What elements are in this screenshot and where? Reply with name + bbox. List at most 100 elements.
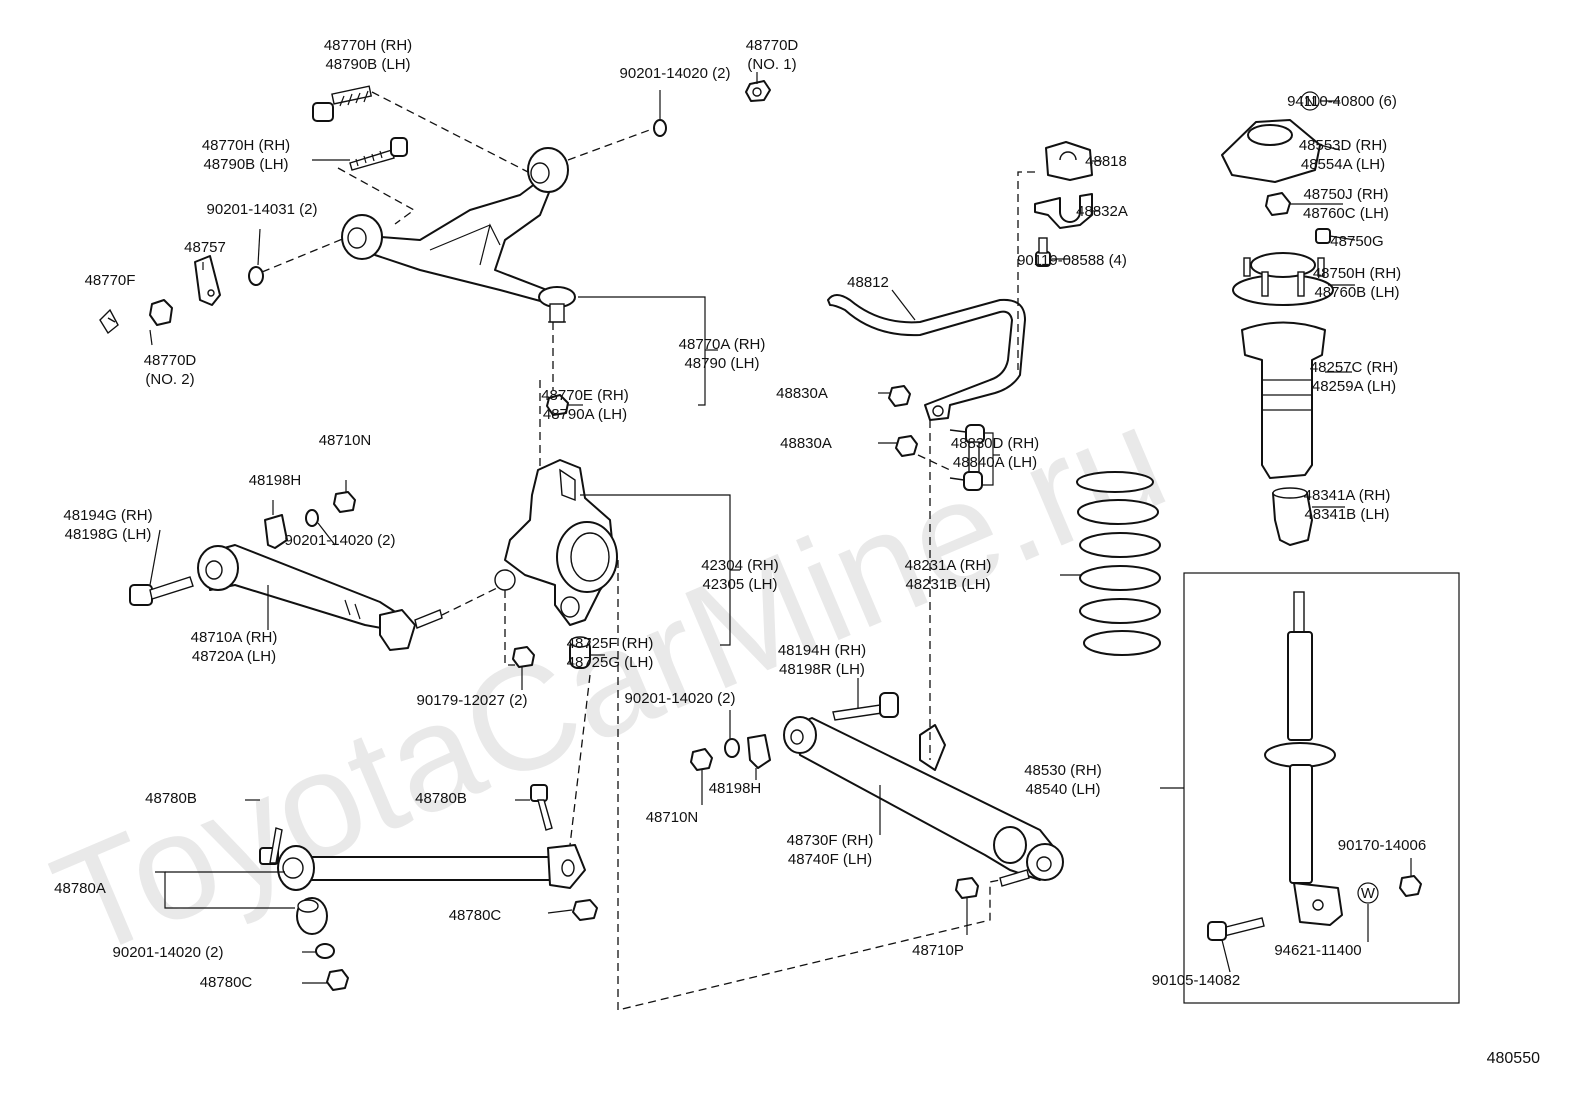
part-label: 48725F (RH) 48725G (LH)	[567, 635, 654, 671]
part-number: 48760B (LH)	[1314, 284, 1399, 301]
part-label: 48780A	[54, 880, 106, 897]
part-label: 48780C	[449, 907, 502, 924]
part-number: 90201-14020 (2)	[113, 944, 224, 961]
part-number: 48790B (LH)	[203, 156, 288, 173]
part-number: 48832A	[1076, 203, 1128, 220]
part-number: 48750G	[1330, 233, 1383, 250]
part-number: 48770A (RH)	[679, 336, 766, 353]
part-label: 48830A	[780, 435, 832, 452]
lower-arm-bolt	[832, 692, 899, 721]
part-number: 90170-14006	[1338, 837, 1426, 854]
part-number: 48710N	[319, 432, 372, 449]
toe-link-washer	[305, 509, 319, 527]
part-label: 48750H (RH) 48760B (LH)	[1313, 265, 1401, 301]
part-label: 48231A (RH)48231B (LH)	[905, 557, 992, 593]
part-number: 48780A	[54, 880, 106, 897]
part-number: 90105-14082	[1152, 972, 1240, 989]
part-number: 48725F (RH)	[567, 635, 654, 652]
part-label: 48830D (RH)48840A (LH)	[951, 435, 1039, 471]
coil-spring	[1076, 471, 1161, 656]
part-number: 48710N	[646, 809, 699, 826]
part-number: 48780B	[415, 790, 467, 807]
upper-arm-bolt-top	[312, 85, 373, 122]
toe-link-plate	[264, 514, 288, 549]
part-number: 48341B (LH)	[1304, 506, 1389, 523]
part-label: 48832A	[1076, 203, 1128, 220]
part-label: 48770D(NO. 1)	[746, 37, 799, 73]
part-label: 94621-11400	[1274, 942, 1361, 959]
part-label: 90201-14020 (2)	[625, 690, 736, 707]
part-number: 42304 (RH)	[701, 557, 779, 574]
part-label: 48710A (RH)48720A (LH)	[191, 629, 278, 665]
part-number: 48553D (RH)	[1299, 137, 1387, 154]
part-label: 48780B	[415, 790, 467, 807]
part-number: 48770D	[746, 37, 799, 54]
stabilizer-bracket	[1034, 193, 1093, 229]
part-number: 48812	[847, 274, 889, 291]
part-number: (NO. 2)	[145, 371, 194, 388]
part-label: 48770H (RH) 48790B (LH)	[202, 137, 290, 173]
part-label: 90105-14082	[1152, 972, 1240, 989]
part-number: 48770H (RH)	[202, 137, 290, 154]
part-label: 48770E (RH)48790A (LH)	[541, 387, 629, 423]
cotter-pin	[99, 308, 119, 335]
shock-absorber	[1264, 591, 1343, 926]
part-number: 48194G (RH)	[63, 507, 152, 524]
strut-rod-bolt-right	[530, 784, 553, 831]
part-label: 48730F (RH)48740F (LH)	[787, 832, 874, 868]
part-number: 48818	[1085, 153, 1127, 170]
part-number: 48554A (LH)	[1301, 156, 1385, 173]
part-label: 90179-12027 (2)	[417, 692, 528, 709]
part-number: 94621-11400	[1274, 942, 1361, 959]
part-label: 48770F	[85, 272, 136, 289]
part-label: 48710P	[912, 942, 964, 959]
upper-arm-bolt-lower	[349, 137, 408, 171]
part-label: 48812	[847, 274, 889, 291]
part-number: 48710A (RH)	[191, 629, 278, 646]
part-number: 90201-14020 (2)	[625, 690, 736, 707]
part-number: 48198R (LH)	[779, 661, 865, 678]
part-label: 48780B	[145, 790, 197, 807]
part-labels: 48770H (RH) 48790B (LH) 48770D(NO. 1) 90201…	[54, 37, 1426, 991]
lower-control-arm	[783, 716, 1064, 887]
part-number: 48198G (LH)	[65, 526, 152, 543]
leader-lines	[149, 72, 1412, 984]
part-number: 90119-08588 (4)	[1017, 252, 1127, 269]
part-number: 48750H (RH)	[1313, 265, 1401, 282]
knuckle-bushing	[569, 636, 591, 669]
part-number: 48194H (RH)	[778, 642, 866, 659]
part-label: 48341A (RH)48341B (LH)	[1304, 487, 1391, 523]
part-label: 48257C (RH)48259A (LH)	[1310, 359, 1398, 395]
bump-stopper	[1272, 487, 1313, 546]
part-number: 48231A (RH)	[905, 557, 992, 574]
part-label: 48830A	[776, 385, 828, 402]
part-label: 94110-40800 (6)	[1287, 93, 1397, 110]
part-number: 48257C (RH)	[1310, 359, 1398, 376]
part-label: 48198H	[709, 780, 762, 797]
part-number: 48725G (LH)	[567, 654, 654, 671]
part-number: 48840A (LH)	[953, 454, 1037, 471]
lower-arm-nut-p	[955, 877, 979, 899]
part-label: 48710N	[319, 432, 372, 449]
part-number: 48757	[184, 239, 226, 256]
part-number: 48830A	[780, 435, 832, 452]
marker-w-icon: W	[1357, 882, 1379, 904]
part-number: 48740F (LH)	[788, 851, 872, 868]
part-number: 90179-12027 (2)	[417, 692, 528, 709]
part-label: 48553D (RH) 48554A (LH)	[1299, 137, 1387, 173]
part-number: 42305 (LH)	[702, 576, 777, 593]
part-number: 48198H	[249, 472, 302, 489]
strut-rod-washer	[315, 943, 335, 959]
part-number: 48710P	[912, 942, 964, 959]
part-label: 48757	[184, 239, 226, 256]
steering-knuckle	[494, 459, 618, 626]
washer-left	[248, 266, 264, 286]
support-cap	[1315, 228, 1331, 244]
part-number: 48198H	[709, 780, 762, 797]
part-number: 48750J (RH)	[1303, 186, 1388, 203]
stabilizer-bushing	[1045, 141, 1093, 181]
stabilizer-nut-upper	[888, 385, 911, 407]
toe-link-bolt	[129, 576, 194, 606]
